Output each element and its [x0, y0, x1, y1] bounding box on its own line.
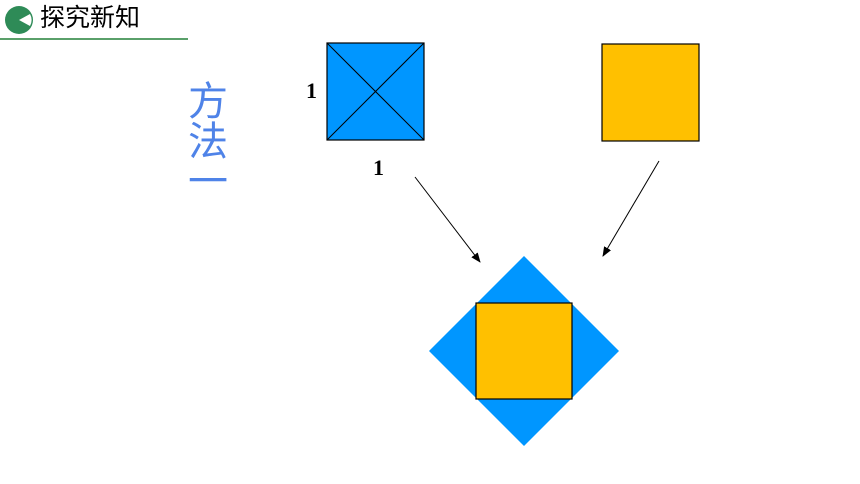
orange-unit-square [601, 43, 700, 142]
side-length-label-left: 1 [306, 78, 317, 103]
arrow-from-orange-square [602, 160, 660, 257]
side-length-label-bottom: 1 [373, 155, 384, 180]
header-underline [0, 38, 188, 40]
section-header: 探究新知 [0, 0, 188, 40]
section-title: 探究新知 [40, 3, 141, 32]
combined-figure [429, 256, 619, 446]
pie-chart-icon [5, 6, 33, 34]
arrow-from-blue-square [414, 176, 481, 263]
blue-square-diagonal [326, 42, 425, 141]
method-label: 方法一 [188, 79, 228, 205]
blue-unit-square [326, 42, 425, 141]
orange-inner-square [475, 302, 573, 400]
